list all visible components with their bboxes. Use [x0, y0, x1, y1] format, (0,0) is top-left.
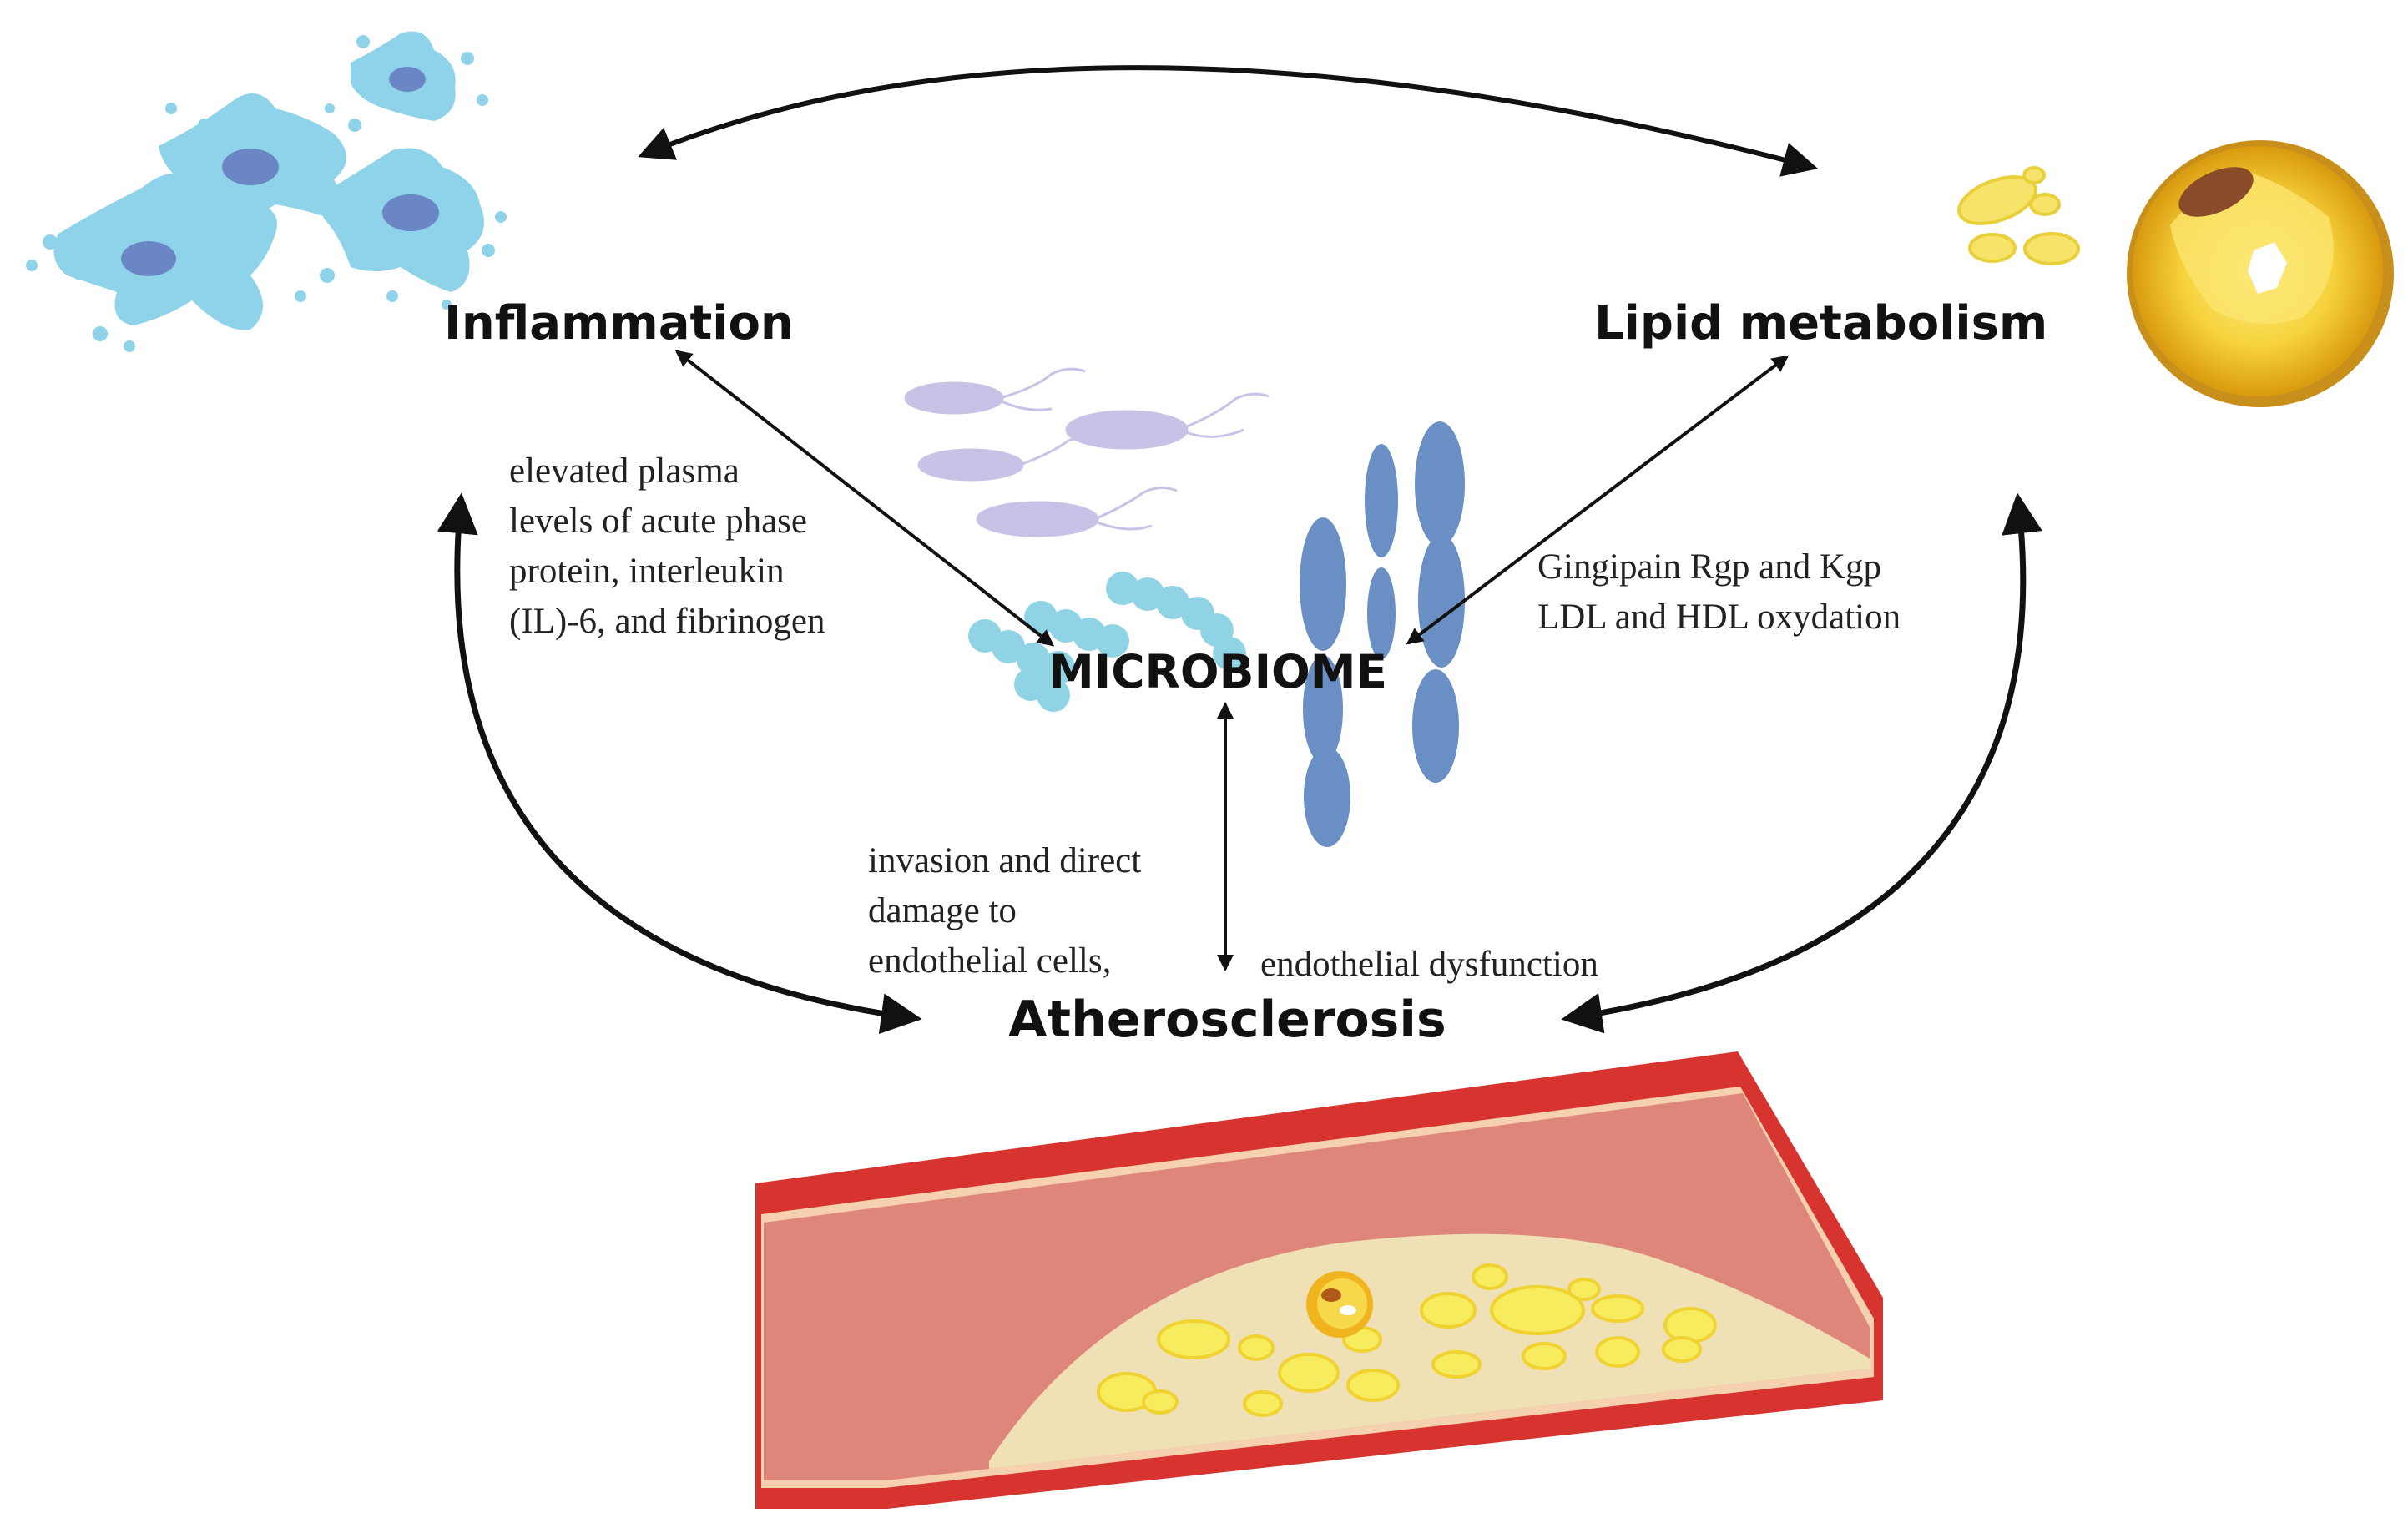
edge-label-microbiome-lipid: Gingipain Rgp and Kgp LDL and HDL oxydat…: [1537, 542, 1901, 643]
edge-label-line: protein, interleukin: [509, 552, 785, 591]
edge-label-line: endothelial cells,: [868, 941, 1112, 981]
node-microbiome: MICROBIOME: [1048, 645, 1388, 698]
arrow-inflammation-atherosclerosis: [437, 492, 922, 1035]
edge-label-line: levels of acute phase: [509, 502, 807, 541]
artery-plaque-icon: [755, 1051, 1883, 1509]
node-inflammation: Inflammation: [444, 296, 794, 350]
arrow-inflammation-lipid: [638, 65, 1819, 177]
bacteria-icon: [904, 367, 1465, 847]
edge-label-inflammation-atherosclerosis: elevated plasma levels of acute phase pr…: [509, 446, 825, 647]
edge-label-line: endothelial dysfunction: [1260, 945, 1598, 984]
edge-label-line: LDL and HDL oxydation: [1537, 598, 1901, 637]
cell-cluster-icon: [26, 31, 507, 352]
edge-label-microbiome-atherosclerosis: invasion and direct damage to endothelia…: [868, 836, 1141, 986]
edge-label-lipid-atherosclerosis: endothelial dysfunction: [1260, 940, 1598, 990]
arrow-lipid-atherosclerosis: [1561, 492, 2042, 1034]
edge-label-line: damage to: [868, 891, 1017, 930]
node-atherosclerosis: Atherosclerosis: [1008, 991, 1446, 1049]
node-lipid-metabolism: Lipid metabolism: [1594, 296, 2048, 350]
edge-label-line: Gingipain Rgp and Kgp: [1537, 547, 1882, 587]
edge-label-line: elevated plasma: [509, 451, 740, 491]
edge-label-line: invasion and direct: [868, 841, 1142, 880]
edge-label-line: (IL)-6, and fibrinogen: [509, 602, 825, 641]
lipid-droplet-icon: [1957, 140, 2394, 407]
